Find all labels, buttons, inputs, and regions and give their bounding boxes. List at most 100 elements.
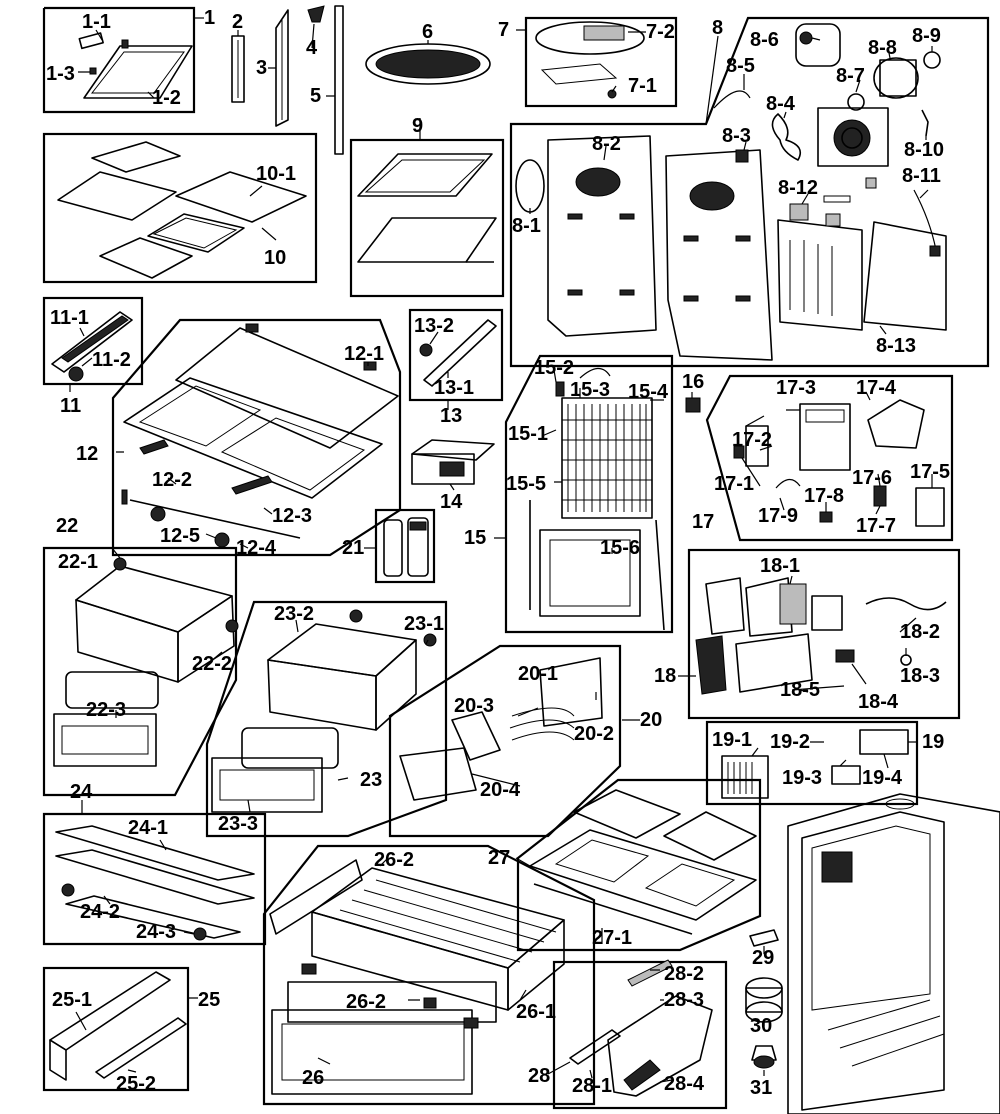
label-28-3: 28-3 (664, 989, 704, 1011)
label-25-2: 25-2 (116, 1073, 156, 1095)
label-15: 15 (464, 527, 486, 549)
part-17-ice-maker-parts (733, 399, 945, 527)
label-23: 23 (360, 769, 382, 791)
label-25: 25 (198, 989, 220, 1011)
label-8-11: 8-11 (902, 165, 941, 187)
label-8-3: 8-3 (722, 125, 751, 147)
label-3: 3 (256, 57, 267, 79)
label-28-4: 28-4 (664, 1073, 705, 1095)
label-8-12: 8-12 (778, 177, 818, 199)
label-15-1: 15-1 (508, 423, 548, 445)
label-27-1: 27-1 (592, 927, 632, 949)
group-boxes (42, 6, 990, 1110)
label-26-1: 26-1 (516, 1001, 556, 1023)
label-10-1: 10-1 (256, 163, 296, 185)
label-17-2: 17-2 (732, 429, 772, 451)
label-6: 6 (422, 21, 433, 43)
label-17-4: 17-4 (856, 377, 897, 399)
refrigerator-cabinet (787, 793, 1000, 1114)
label-11: 11 (60, 395, 81, 417)
label-12: 12 (76, 443, 98, 465)
leader-lines (69, 17, 933, 1083)
label-20-2: 20-2 (574, 723, 614, 745)
part-23-drawer (211, 609, 437, 813)
label-15-5: 15-5 (506, 473, 546, 495)
label-28: 28 (528, 1065, 550, 1087)
label-23-2: 23-2 (274, 603, 314, 625)
label-17-3: 17-3 (776, 377, 816, 399)
label-28-1: 28-1 (572, 1075, 612, 1097)
label-9: 9 (412, 115, 423, 137)
label-26-2-bottom: 26-2 (346, 991, 386, 1013)
part-13-rail (419, 319, 497, 387)
part-21-handles (383, 517, 429, 577)
label-20-4: 20-4 (480, 779, 521, 801)
part-29-31-small (745, 929, 783, 1069)
part-18-ice-bucket-parts (695, 577, 947, 695)
label-17: 17 (692, 511, 714, 533)
label-18: 18 (654, 665, 676, 687)
label-7-2: 7-2 (646, 21, 675, 43)
label-28-2: 28-2 (664, 963, 704, 985)
label-15-4: 15-4 (628, 381, 669, 403)
label-13-2: 13-2 (414, 315, 454, 337)
part-4-hinge (307, 5, 325, 23)
label-12-5: 12-5 (160, 525, 200, 547)
part-sketches (49, 5, 1000, 1114)
label-20: 20 (640, 709, 662, 731)
part-11-rail (51, 311, 133, 382)
label-16: 16 (682, 371, 704, 393)
label-11-1: 11-1 (50, 307, 89, 329)
part-5-bar (334, 5, 344, 155)
label-17-1: 17-1 (714, 473, 754, 495)
label-7: 7 (498, 19, 509, 41)
part-26-freezer-drawer (269, 859, 565, 1095)
part-8-cover-panels (515, 23, 947, 361)
part-28-parts (569, 959, 713, 1097)
label-17-5: 17-5 (910, 461, 950, 483)
label-11-2: 11-2 (92, 349, 131, 371)
label-26-2-top: 26-2 (374, 849, 414, 871)
label-19: 19 (922, 731, 944, 753)
part-22-drawer (53, 557, 239, 767)
label-17-8: 17-8 (804, 485, 844, 507)
part-16-clip (685, 397, 701, 413)
label-8: 8 (712, 17, 723, 39)
label-4: 4 (306, 37, 318, 59)
label-25-1: 25-1 (52, 989, 92, 1011)
label-12-3: 12-3 (272, 505, 312, 527)
label-17-9: 17-9 (758, 505, 798, 527)
label-8-13: 8-13 (876, 335, 916, 357)
label-12-2: 12-2 (152, 469, 192, 491)
part-14-control (411, 439, 495, 485)
label-18-1: 18-1 (760, 555, 800, 577)
label-8-9: 8-9 (912, 25, 941, 47)
label-19-2: 19-2 (770, 731, 810, 753)
part-labels: 1 1-1 1-3 1-2 2 3 4 5 6 7 7-2 7-1 8 8-6 … (46, 7, 950, 1099)
label-1-1: 1-1 (82, 11, 111, 33)
label-18-4: 18-4 (858, 691, 899, 713)
part-10-shelf-parts (57, 141, 307, 279)
label-15-6: 15-6 (600, 537, 640, 559)
label-31: 31 (750, 1077, 772, 1099)
label-22-1: 22-1 (58, 551, 98, 573)
label-2: 2 (232, 11, 243, 33)
part-20-parts (399, 657, 603, 801)
label-22: 22 (56, 515, 78, 537)
label-7-1: 7-1 (628, 75, 657, 97)
label-24-3: 24-3 (136, 921, 176, 943)
part-9-shelves (357, 153, 497, 263)
label-23-1: 23-1 (404, 613, 444, 635)
label-24-1: 24-1 (128, 817, 168, 839)
label-26: 26 (302, 1067, 324, 1089)
part-12-crisper-cover (121, 323, 399, 548)
label-22-3: 22-3 (86, 699, 126, 721)
label-8-4: 8-4 (766, 93, 796, 115)
label-17-6: 17-6 (852, 467, 892, 489)
label-8-10: 8-10 (904, 139, 944, 161)
part-7-tray (535, 21, 645, 99)
label-27: 27 (488, 847, 510, 869)
label-15-2: 15-2 (534, 357, 574, 379)
label-13-1: 13-1 (434, 377, 474, 399)
